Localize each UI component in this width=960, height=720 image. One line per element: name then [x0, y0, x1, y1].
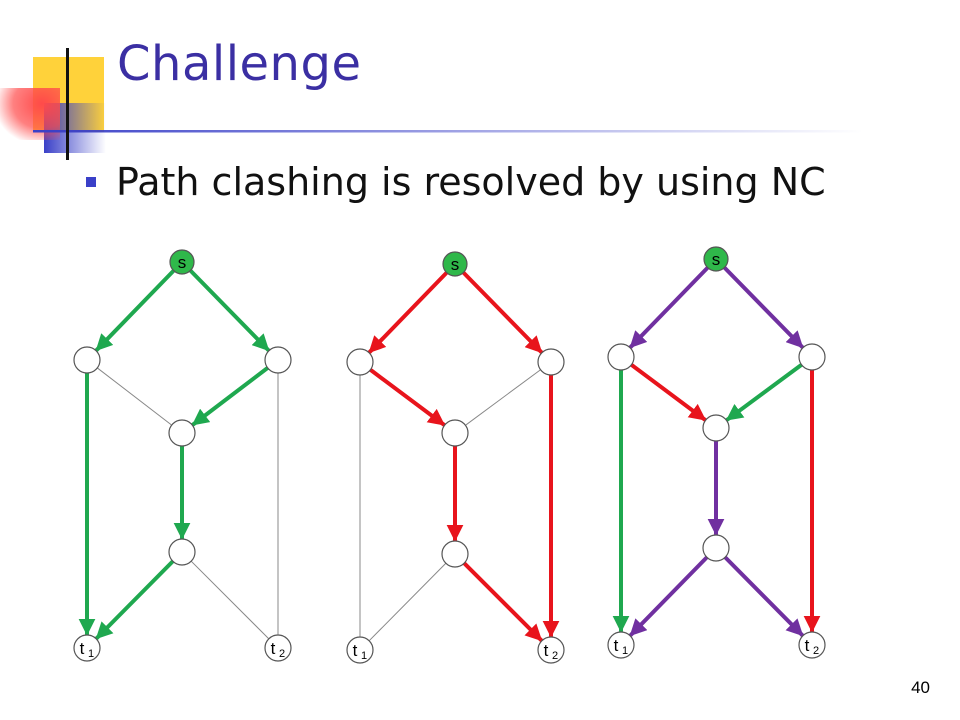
- node-d: [702, 534, 730, 562]
- node-b: [798, 343, 826, 371]
- node-a: [73, 346, 101, 374]
- title-decoration: [0, 48, 863, 160]
- deco-vertical-line: [66, 48, 69, 160]
- node-a: [346, 348, 374, 376]
- sink-label-t1: t: [80, 639, 85, 658]
- edge-d-t1: [369, 562, 447, 641]
- node-a: [607, 343, 635, 371]
- sink-subscript-t1: 1: [622, 645, 628, 657]
- node-t2: [264, 634, 292, 662]
- edge-s-a: [94, 269, 175, 352]
- sink-subscript-t2: 2: [552, 650, 558, 662]
- source-label: s: [712, 250, 721, 269]
- edge-s-a: [367, 271, 448, 354]
- edge-a-c: [96, 367, 172, 425]
- bullet-text: Path clashing is resolved by using NC: [116, 160, 826, 204]
- edge-b-c: [725, 362, 804, 422]
- sink-label-t2: t: [544, 641, 549, 660]
- edge-s-b: [723, 266, 805, 349]
- source-label: s: [178, 253, 187, 272]
- sink-subscript-t1: 1: [361, 650, 367, 662]
- edge-d-t2: [723, 555, 805, 638]
- sink-label-t2: t: [271, 639, 276, 658]
- node-b: [264, 346, 292, 374]
- edge-s-b: [189, 269, 271, 352]
- edge-b-c: [465, 369, 542, 426]
- title-rule: [33, 130, 863, 133]
- source-label: s: [451, 255, 460, 274]
- page-number: 40: [911, 678, 930, 697]
- edge-s-b: [462, 271, 544, 354]
- node-s: [169, 249, 195, 275]
- sink-label-t1: t: [353, 641, 358, 660]
- node-d: [441, 540, 469, 568]
- edge-b-c: [191, 365, 270, 427]
- node-c: [441, 419, 469, 447]
- sink-label-t2: t: [805, 636, 810, 655]
- node-s: [442, 251, 468, 277]
- edge-d-t2: [462, 561, 544, 643]
- sink-subscript-t2: 2: [813, 645, 819, 657]
- edge-a-c: [368, 367, 446, 427]
- slide-title: Challenge: [117, 36, 362, 92]
- sink-subscript-t2: 2: [279, 648, 285, 660]
- edge-a-c: [629, 362, 707, 422]
- edge-d-t1: [94, 559, 175, 641]
- edge-d-t1: [628, 555, 709, 637]
- node-s: [703, 246, 729, 272]
- node-d: [168, 538, 196, 566]
- node-b: [537, 348, 565, 376]
- node-t2: [537, 636, 565, 664]
- sink-label-t1: t: [614, 636, 619, 655]
- node-c: [168, 419, 196, 447]
- node-c: [702, 414, 730, 442]
- node-t1: [607, 631, 635, 659]
- sink-subscript-t1: 1: [88, 648, 94, 660]
- node-t1: [346, 636, 374, 664]
- bullet-square-icon: [86, 177, 96, 187]
- node-t2: [798, 631, 826, 659]
- edge-s-a: [628, 266, 709, 349]
- node-t1: [73, 634, 101, 662]
- edge-d-t2: [190, 560, 269, 639]
- bullet-item: Path clashing is resolved by using NC: [86, 160, 826, 204]
